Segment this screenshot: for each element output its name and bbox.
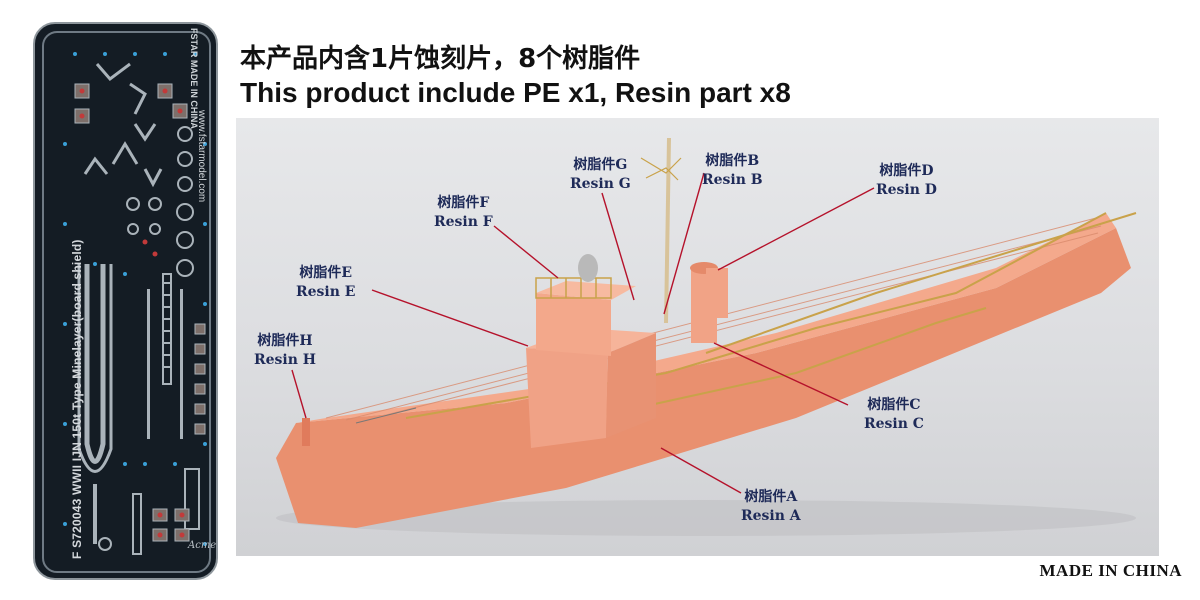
resin-g-cn: 树脂件G	[573, 157, 628, 173]
resin-b-cn: 树脂件B	[705, 153, 760, 169]
resin-b-en: Resin B	[702, 172, 763, 188]
leader-line-c	[713, 342, 849, 406]
ship-model-illustration	[276, 137, 1137, 536]
resin-d-cn: 树脂件D	[879, 163, 934, 179]
fret-code-text: F S720043 WWII IJN 150t Type Minelayer(b…	[70, 239, 84, 559]
resin-e-en: Resin E	[296, 284, 356, 300]
leader-line-d	[717, 187, 875, 271]
fret-website: www.fstarmodel.com	[196, 110, 207, 203]
fret-signature: Acme	[188, 540, 217, 551]
leader-line-b	[663, 172, 705, 315]
heading-chinese: 本产品内含1片蚀刻片，8个树脂件	[240, 44, 641, 74]
resin-c-label: 树脂件C Resin C	[864, 396, 924, 434]
resin-f-cn: 树脂件F	[437, 195, 490, 211]
leader-line-f	[493, 225, 559, 279]
resin-a-label: 树脂件A Resin A	[741, 488, 801, 526]
resin-g-label: 树脂件G Resin G	[570, 156, 631, 194]
resin-h-cn: 树脂件H	[257, 333, 313, 349]
resin-a-cn: 树脂件A	[744, 489, 798, 505]
leader-line-a	[660, 447, 742, 494]
made-in-china-text: MADE IN CHINA	[1039, 561, 1182, 580]
leader-line-h	[291, 369, 307, 419]
resin-d-en: Resin D	[876, 182, 937, 198]
fret-brand-name: FSTAR	[189, 28, 199, 58]
leader-line-e	[371, 289, 529, 347]
resin-a-en: Resin A	[741, 508, 801, 524]
resin-c-en: Resin C	[864, 416, 924, 432]
resin-e-label: 树脂件E Resin E	[296, 264, 355, 302]
pe-fret-photo: F S720043 WWII IJN 150t Type Minelayer(b…	[33, 22, 218, 580]
resin-h-en: Resin H	[254, 352, 317, 368]
resin-h-label: 树脂件H Resin H	[254, 332, 316, 370]
heading-english: This product include PE x1, Resin part x…	[240, 77, 791, 108]
resin-d-label: 树脂件D Resin D	[876, 162, 937, 200]
resin-c-cn: 树脂件C	[867, 397, 921, 413]
ship-model-photo: 树脂件A Resin A 树脂件B Resin B 树脂件C Resin C 树…	[236, 118, 1159, 556]
resin-b-label: 树脂件B Resin B	[702, 152, 763, 190]
resin-g-en: Resin G	[570, 176, 631, 192]
resin-e-cn: 树脂件E	[299, 265, 353, 281]
leader-line-g	[601, 192, 635, 301]
resin-f-label: 树脂件F Resin F	[434, 194, 493, 232]
resin-f-en: Resin F	[434, 214, 493, 230]
pe-fret-parts	[42, 31, 211, 573]
